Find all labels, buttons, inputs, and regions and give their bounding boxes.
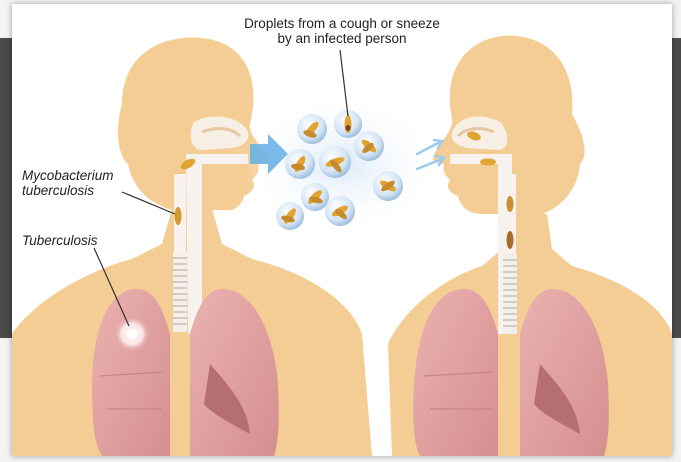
droplet-9 [325, 196, 355, 226]
droplet-8 [276, 202, 304, 230]
droplet-4 [285, 149, 315, 179]
droplet-6 [373, 171, 403, 201]
illustration-frame: Droplets from a cough or sneeze by an in… [12, 4, 672, 456]
droplet-7 [301, 183, 329, 211]
droplet-1 [297, 114, 327, 144]
right-bacterium-4 [507, 231, 514, 249]
droplet-3 [354, 131, 384, 161]
mycobacterium-label: Mycobacterium tuberculosis [22, 168, 114, 198]
right-bacterium-3 [507, 196, 514, 212]
mycobacterium-label-line2: tuberculosis [22, 183, 114, 198]
droplet-5 [319, 146, 351, 178]
tb-transmission-illustration [12, 4, 672, 456]
tuberculosis-label: Tuberculosis [22, 233, 98, 248]
mycobacterium-label-line1: Mycobacterium [22, 168, 114, 183]
right-bacterium-2 [480, 159, 496, 166]
droplets-label-line2: by an infected person [242, 31, 442, 46]
droplets-label: Droplets from a cough or sneeze by an in… [242, 16, 442, 46]
droplets-label-line1: Droplets from a cough or sneeze [242, 16, 442, 31]
healthy-person-figure [388, 36, 672, 456]
left-bacterium-2 [175, 207, 182, 225]
